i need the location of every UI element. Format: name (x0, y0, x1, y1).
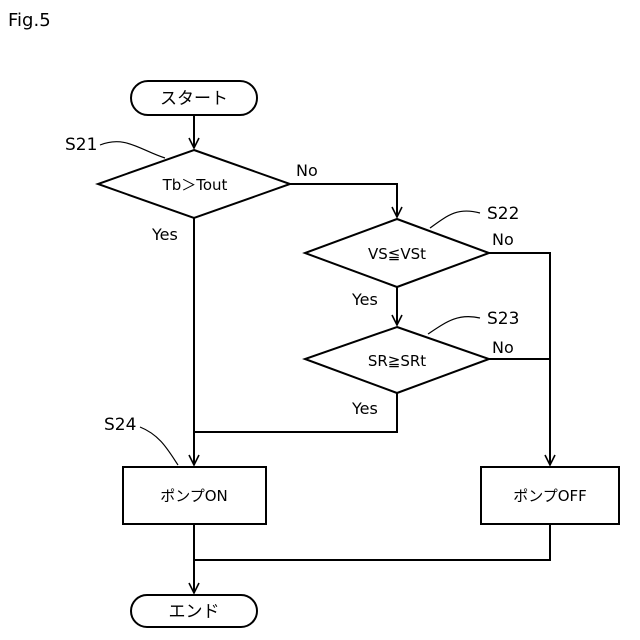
s21-yes-label: Yes (151, 225, 178, 244)
line-pump-off-to-end (194, 524, 550, 560)
s23-yes-label: Yes (351, 399, 378, 418)
s22-step-id: S22 (487, 204, 519, 224)
s22-leader (430, 211, 480, 228)
s21-step-id: S21 (65, 135, 97, 155)
s22-no-label: No (492, 230, 514, 249)
s23-step-id: S23 (487, 309, 519, 329)
s21-condition: Tb＞Tout (162, 176, 228, 194)
s24-leader (140, 427, 178, 465)
s22-yes-label: Yes (351, 290, 378, 309)
s23-no-label: No (492, 338, 514, 357)
s23-condition: SR≧SRt (368, 352, 426, 370)
s24-step-id: S24 (104, 415, 136, 435)
s21-no-label: No (296, 161, 318, 180)
s23-leader (428, 317, 480, 334)
pump-off-label: ポンプOFF (513, 487, 587, 505)
s22-condition: VS≦VSt (368, 245, 426, 263)
figure-label: Fig.5 (8, 10, 51, 31)
s21-leader (100, 142, 165, 158)
end-label: エンド (169, 602, 220, 622)
pump-on-label: ポンプON (160, 487, 228, 505)
arrow-s21-no-to-s22 (290, 184, 397, 217)
start-label: スタート (160, 89, 228, 109)
